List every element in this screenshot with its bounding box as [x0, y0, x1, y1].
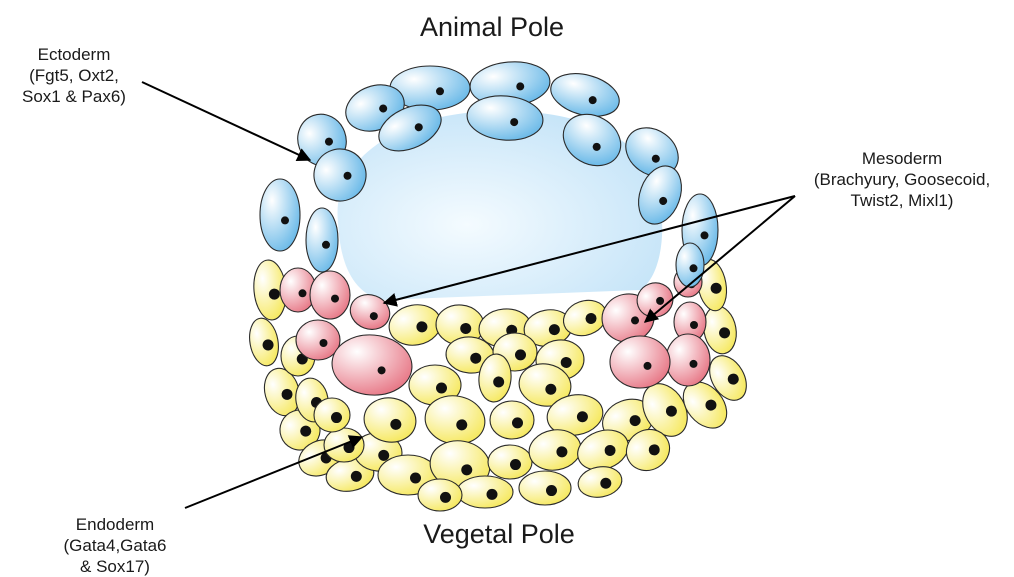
nucleus	[281, 216, 289, 224]
nucleus	[644, 362, 652, 370]
nucleus	[546, 485, 557, 496]
cells-layer	[246, 59, 754, 511]
nucleus	[487, 489, 498, 500]
nucleus	[515, 349, 526, 360]
nucleus	[690, 321, 698, 329]
nucleus	[690, 360, 698, 368]
vegetal-pole-label: Vegetal Pole	[349, 519, 649, 550]
endoderm-cell	[490, 401, 534, 439]
nucleus	[299, 289, 307, 297]
endoderm-label: Endoderm (Gata4,Gata6 & Sox17)	[40, 514, 190, 577]
endoderm-cell	[246, 316, 282, 368]
mesoderm-genes-line-2: Twist2, Mixl1)	[790, 190, 1014, 211]
animal-pole-label: Animal Pole	[342, 12, 642, 43]
nucleus	[320, 339, 328, 347]
ectoderm-arrow	[142, 82, 310, 160]
nucleus	[322, 241, 330, 249]
ectoderm-cell	[306, 208, 338, 272]
nucleus	[690, 264, 698, 272]
nucleus	[440, 492, 451, 503]
endoderm-name: Endoderm	[40, 514, 190, 535]
nucleus	[436, 87, 444, 95]
mesoderm-genes-line-1: (Brachyury, Goosecoid,	[790, 169, 1014, 190]
nucleus	[510, 459, 521, 470]
ectoderm-label: Ectoderm (Fgt5, Oxt2, Sox1 & Pax6)	[0, 44, 148, 107]
endoderm-cell	[488, 445, 532, 479]
endoderm-cell	[576, 463, 625, 500]
nucleus	[436, 383, 447, 394]
ectoderm-cell	[260, 179, 300, 251]
endoderm-cell	[457, 476, 513, 508]
mesoderm-cell	[296, 320, 340, 360]
endoderm-genes-line-2: & Sox17)	[40, 556, 190, 577]
nucleus	[331, 412, 342, 423]
mesoderm-cell	[610, 336, 670, 388]
mesoderm-cell	[310, 271, 350, 319]
endoderm-cell	[314, 398, 350, 432]
nucleus	[512, 417, 523, 428]
ectoderm-genes-line-2: Sox1 & Pax6)	[0, 86, 148, 107]
ectoderm-cell	[676, 243, 704, 287]
ectoderm-genes-line-1: (Fgt5, Oxt2,	[0, 65, 148, 86]
endoderm-cell	[519, 471, 571, 505]
mesoderm-cell	[666, 334, 710, 386]
mesoderm-label: Mesoderm (Brachyury, Goosecoid, Twist2, …	[790, 148, 1014, 211]
endoderm-cell	[418, 479, 462, 511]
nucleus	[410, 473, 421, 484]
endoderm-genes-line-1: (Gata4,Gata6	[40, 535, 190, 556]
mesoderm-name: Mesoderm	[790, 148, 1014, 169]
ectoderm-name: Ectoderm	[0, 44, 148, 65]
nucleus	[331, 295, 339, 303]
nucleus	[701, 231, 709, 239]
